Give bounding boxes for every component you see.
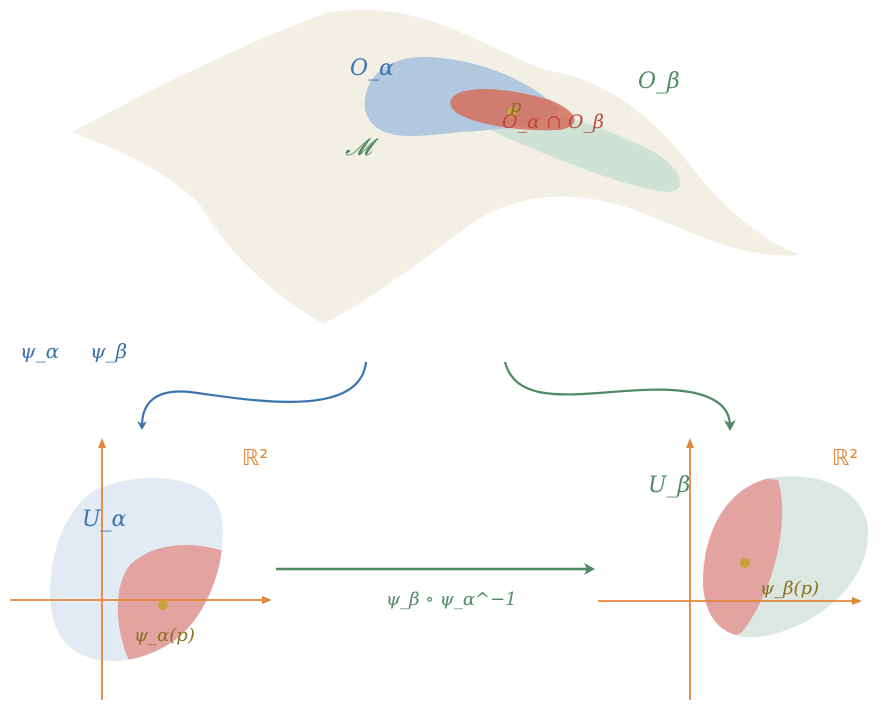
chart-right-point-label: ψ_β(p) bbox=[760, 578, 819, 599]
chart-left-space-label: ℝ² bbox=[242, 446, 268, 471]
chart-left-point bbox=[158, 600, 168, 610]
label-overlap: O_α ∩ O_β bbox=[502, 111, 604, 133]
chart-left-point-label: ψ_α(p) bbox=[134, 625, 195, 646]
chart-right-region-label: U_β bbox=[648, 473, 690, 498]
chart-right-point bbox=[740, 558, 750, 568]
label-psi-alpha: ψ_α bbox=[20, 339, 60, 363]
label-o-alpha: O_α bbox=[350, 56, 394, 81]
arrow-psi-beta bbox=[503, 361, 736, 431]
label-point-p: p bbox=[510, 96, 522, 117]
chart-right: ℝ² U_β ψ_β(p) bbox=[598, 438, 869, 700]
label-psi-beta: ψ_β bbox=[90, 339, 127, 363]
chart-left-overlap bbox=[117, 545, 223, 662]
transition-label: ψ_β ∘ ψ_α^−1 bbox=[386, 589, 517, 610]
chart-left-region-label: U_α bbox=[82, 507, 127, 532]
point-p bbox=[507, 107, 517, 117]
chart-left: ℝ² U_α ψ_α(p) bbox=[10, 438, 272, 700]
chart-right-space-label: ℝ² bbox=[832, 446, 858, 471]
arrow-psi-alpha bbox=[137, 361, 368, 430]
manifold-surface bbox=[72, 9, 800, 325]
label-o-beta: O_β bbox=[638, 69, 680, 94]
